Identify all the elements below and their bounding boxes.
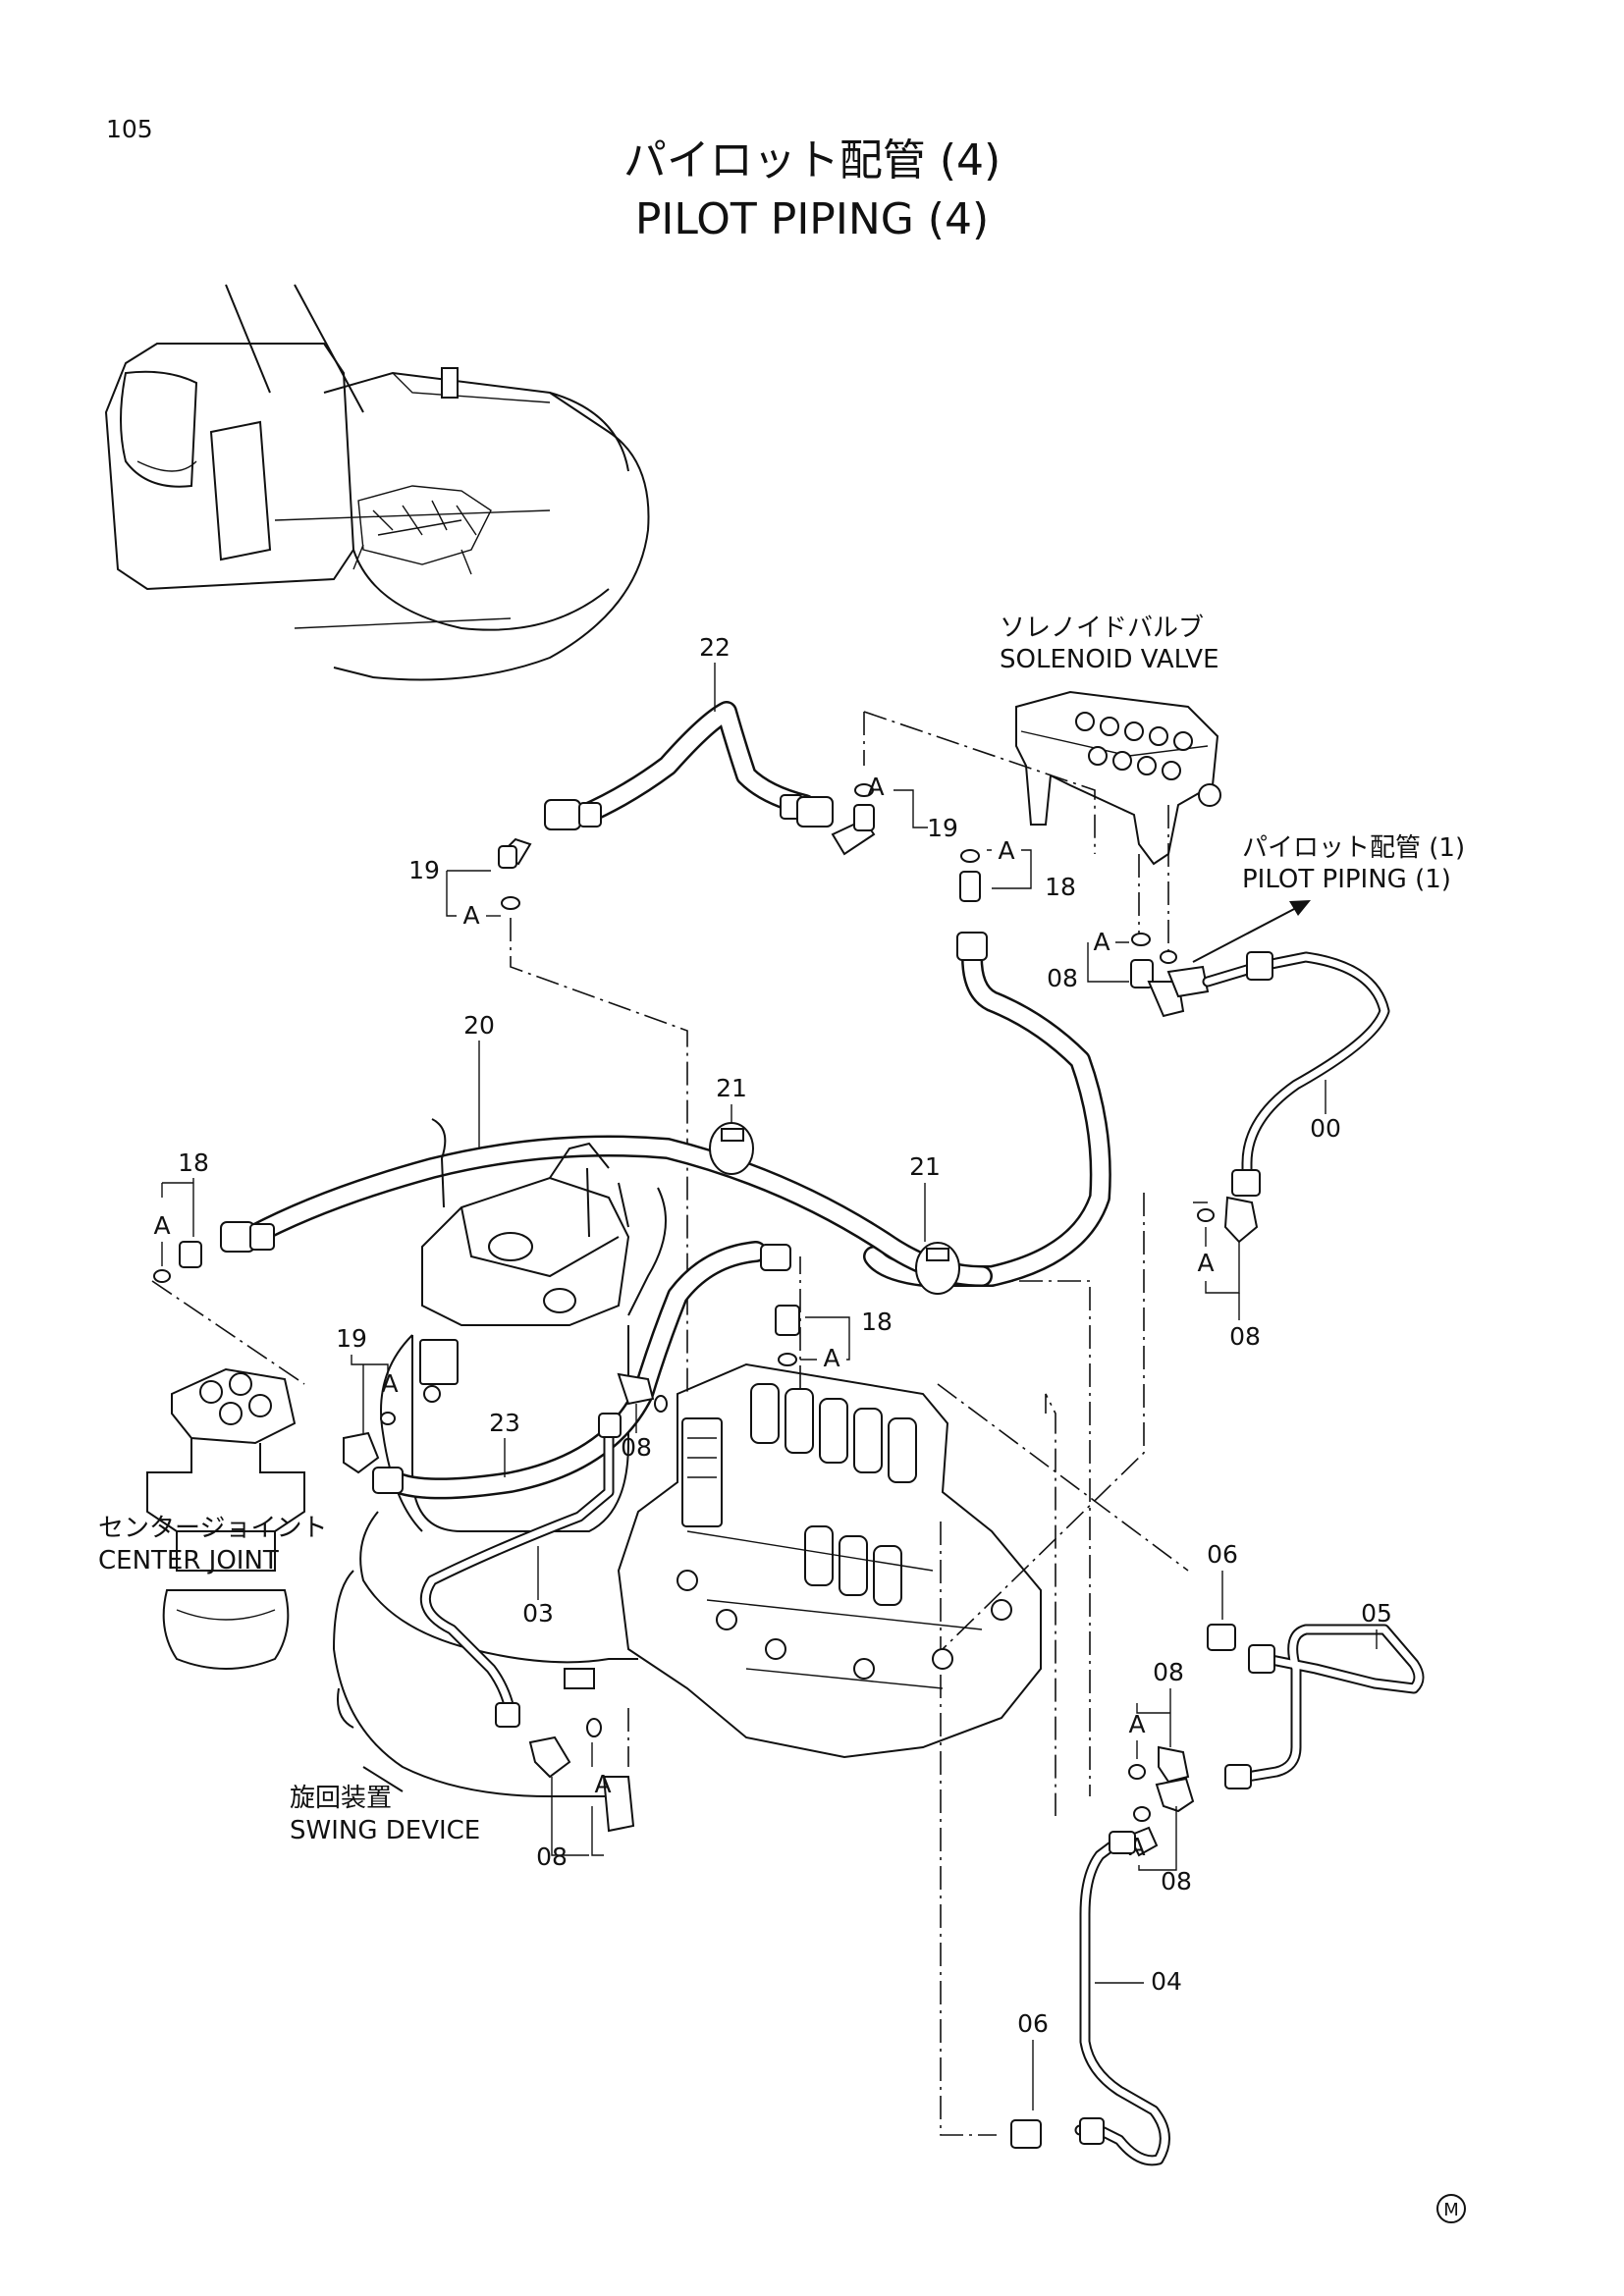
connector-06-bottom xyxy=(1010,2119,1042,2149)
callout-08-top: 08 xyxy=(1047,964,1078,992)
callout-23: 23 xyxy=(489,1409,520,1437)
callout-22: 22 xyxy=(699,633,731,662)
solenoid-valve-label-ja: ソレノイドバルブ xyxy=(1000,614,1204,643)
seal-a-08-top: A xyxy=(1093,928,1110,956)
m-mark-icon: M xyxy=(1436,2194,1466,2223)
seal-a-19-mid: A xyxy=(381,1369,398,1398)
callout-00: 00 xyxy=(1310,1114,1341,1143)
leader-lines xyxy=(151,711,1189,2136)
center-joint-label-ja: センタージョイント xyxy=(98,1514,327,1543)
callout-18-left: 18 xyxy=(178,1148,209,1177)
callout-08-bottom-left: 08 xyxy=(536,1842,568,1871)
callout-19-left: 19 xyxy=(408,856,440,884)
hose-22 xyxy=(544,701,834,830)
callout-18-mid: 18 xyxy=(861,1308,893,1336)
hose-20 xyxy=(220,1135,993,1287)
seal-a-19-left: A xyxy=(462,901,479,930)
fitting-08-top xyxy=(1130,933,1210,1018)
callout-06-bottom: 06 xyxy=(1017,2009,1049,2038)
seal-a-19-right: A xyxy=(867,773,884,801)
page-title-ja: パイロット配管 (4) xyxy=(623,135,1001,186)
callout-08-lower-right-bottom: 08 xyxy=(1161,1867,1192,1896)
pipe-03 xyxy=(419,1413,622,1728)
elbow-fitting-19-left xyxy=(498,837,532,910)
callout-18-top: 18 xyxy=(1045,873,1076,901)
callout-20: 20 xyxy=(463,1011,495,1040)
m-mark-letter: M xyxy=(1443,2200,1459,2220)
swing-device-label-en: SWING DEVICE xyxy=(290,1816,480,1845)
seal-a-08-bottom-left: A xyxy=(594,1770,611,1798)
callout-06-right: 06 xyxy=(1207,1540,1238,1569)
seal-a-08-right: A xyxy=(1197,1249,1214,1277)
hose-23 xyxy=(372,1241,791,1500)
fitting-08-mid xyxy=(617,1372,668,1413)
fitting-08-bottom-left xyxy=(528,1668,635,1833)
seal-a-18-top: A xyxy=(998,836,1014,865)
excavator-overview-illustration xyxy=(104,284,650,681)
center-joint-illustration xyxy=(146,1367,305,1670)
pilot-piping-ref-label-en: PILOT PIPING (1) xyxy=(1242,865,1451,894)
page-title-en: PILOT PIPING (4) xyxy=(635,194,989,244)
connector-18-left xyxy=(153,1241,202,1283)
callout-19-right: 19 xyxy=(927,814,958,842)
callout-08-right: 08 xyxy=(1229,1322,1261,1351)
fitting-08-lower-right-top xyxy=(1128,1745,1190,1784)
solenoid-valve-label-en: SOLENOID VALVE xyxy=(1000,645,1219,674)
callout-21-right: 21 xyxy=(909,1152,941,1181)
seal-a-18-left: A xyxy=(153,1211,170,1240)
solenoid-valve-illustration xyxy=(1015,690,1221,866)
callout-04: 04 xyxy=(1151,1967,1182,1996)
control-valve-illustration xyxy=(617,1362,1042,1759)
elbow-fitting-19-mid xyxy=(343,1412,396,1474)
callout-08-lower-right-top: 08 xyxy=(1153,1658,1184,1686)
callout-08-mid: 08 xyxy=(621,1433,652,1462)
pipe-00 xyxy=(1202,951,1390,1197)
callout-21-left: 21 xyxy=(716,1074,747,1102)
swing-device-illustration xyxy=(332,1118,667,1797)
callout-19-mid: 19 xyxy=(336,1324,367,1353)
seal-a-18-mid: A xyxy=(823,1344,839,1372)
arrowhead-icon xyxy=(1289,900,1311,916)
clamp-21-right xyxy=(915,1242,960,1295)
connector-18-top xyxy=(959,849,981,902)
elbow-fitting-19-right xyxy=(831,783,876,856)
pilot-piping-ref-label-ja: パイロット配管 (1) xyxy=(1242,833,1465,863)
connector-06-right xyxy=(1207,1624,1236,1651)
center-joint-label-en: CENTER JOINT xyxy=(98,1546,279,1575)
pipe-05 xyxy=(1224,1624,1425,1789)
page-number: 105 xyxy=(106,115,153,143)
callout-05: 05 xyxy=(1361,1599,1392,1628)
connector-18-mid xyxy=(775,1305,800,1366)
fitting-08-right xyxy=(1197,1196,1259,1244)
pipe-04 xyxy=(1074,1831,1170,2166)
callout-03: 03 xyxy=(522,1599,554,1628)
pilot-piping-ref-arrow xyxy=(1192,907,1297,963)
clamp-21-left xyxy=(709,1122,754,1175)
seal-a-08-lower-right-top: A xyxy=(1128,1710,1145,1738)
swing-device-label-ja: 旋回装置 xyxy=(290,1784,392,1813)
